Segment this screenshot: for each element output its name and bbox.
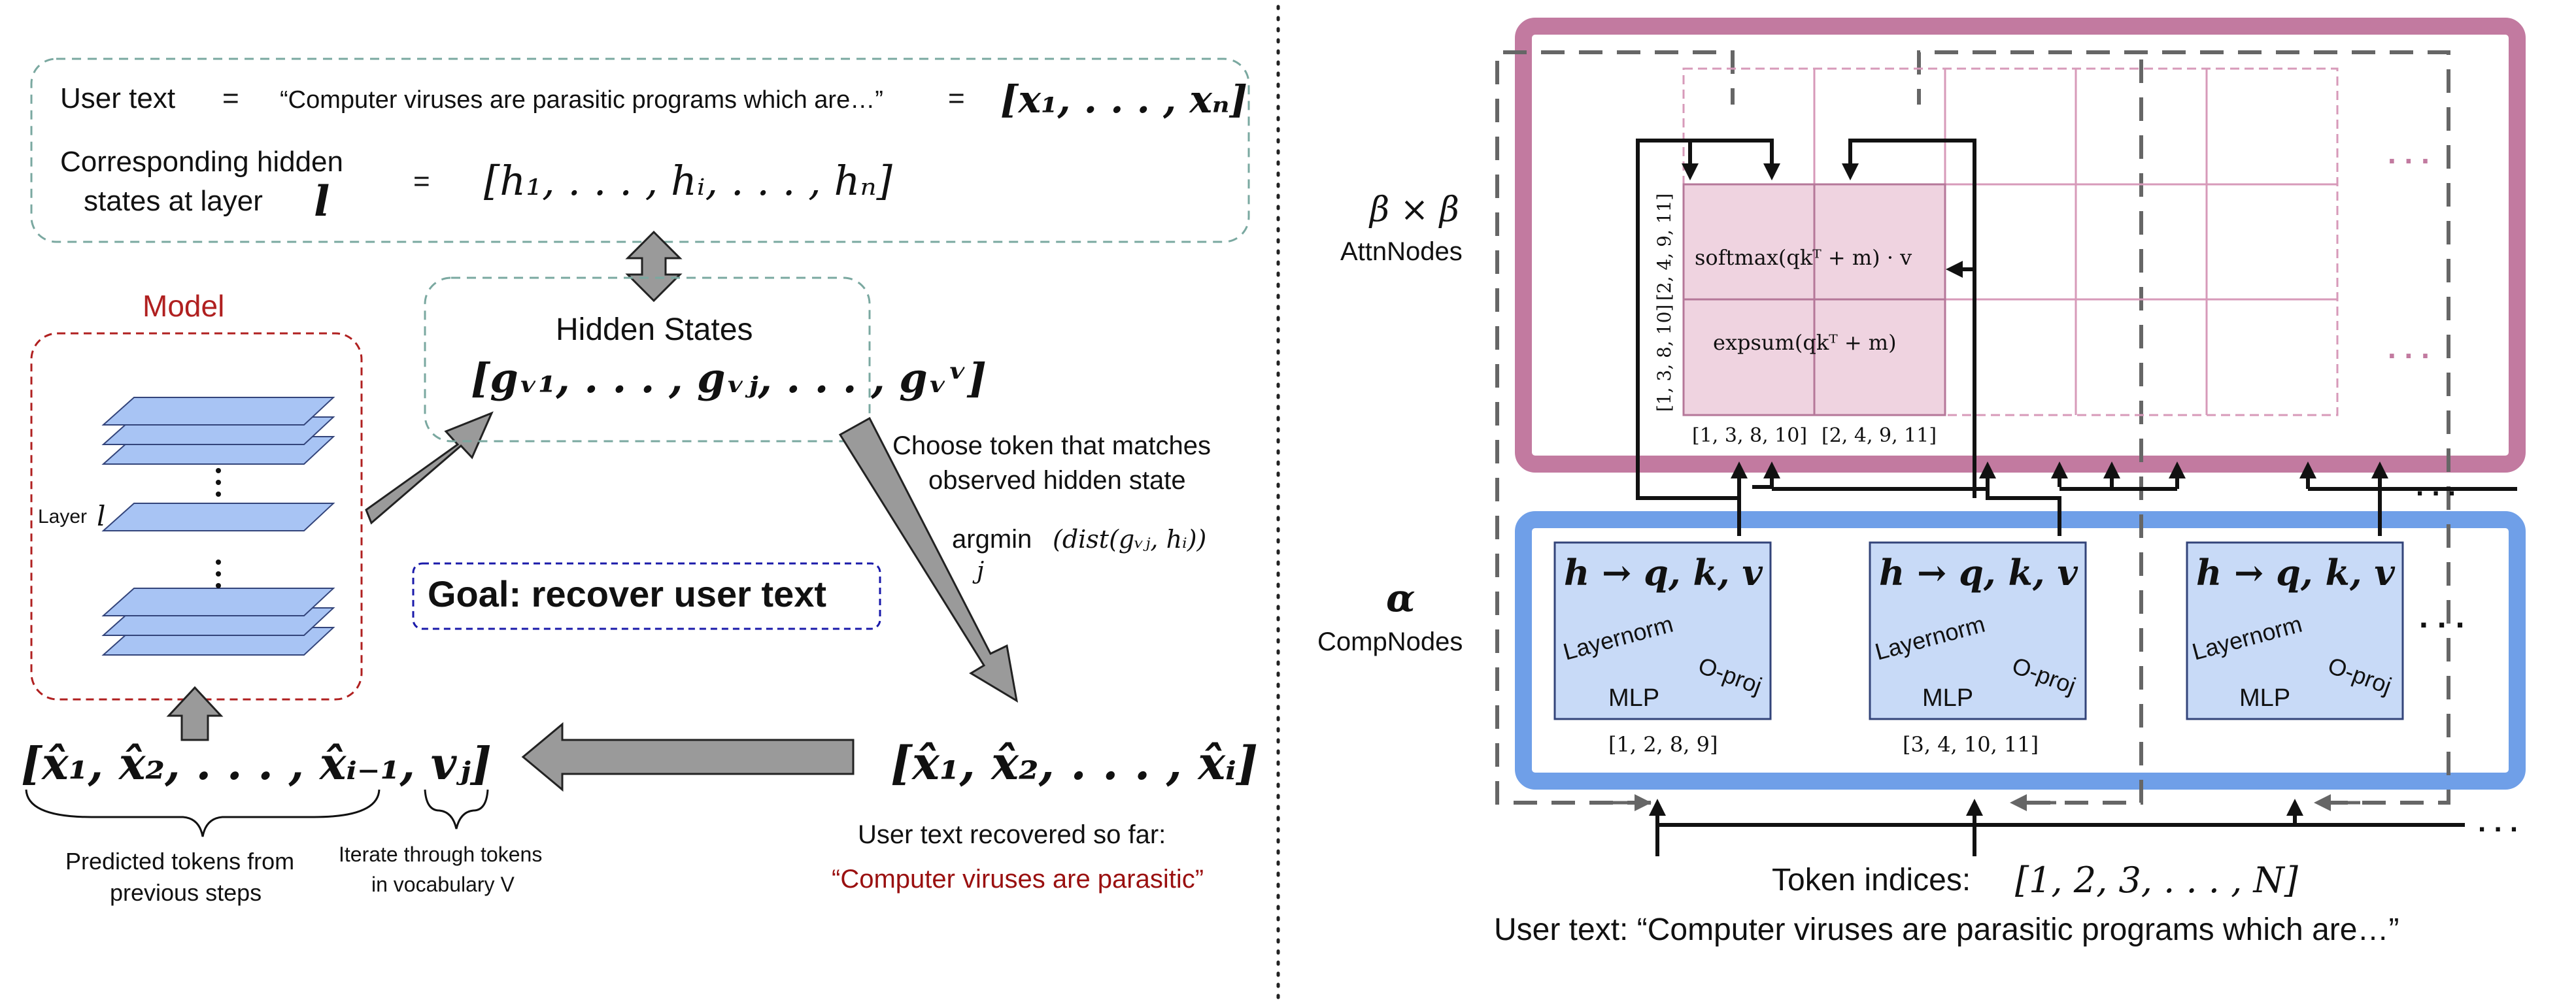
- model-title: Model: [143, 289, 224, 323]
- layer-stack-bottom: [101, 588, 335, 656]
- double-arrow: [625, 230, 683, 303]
- hidden-states-title: Hidden States: [556, 312, 753, 347]
- comp-node-1-title: h → q, k, v: [1564, 552, 1763, 594]
- beta-label: β × β: [1368, 190, 1459, 229]
- attn-label: AttnNodes: [1340, 237, 1463, 266]
- hidden-to-recovered-arrow: [838, 416, 1019, 703]
- h-vector: [h₁, . . . , hᵢ, . . . , hₙ]: [484, 157, 893, 205]
- argmin-subscript: j: [972, 558, 984, 584]
- col-index-right: [2, 4, 9, 11]: [1822, 424, 1937, 447]
- routing-arrows: [1636, 139, 2517, 856]
- recovered-to-input-arrow: [521, 722, 855, 792]
- user-text-right: User text: “Computer viruses are parasit…: [1494, 912, 2399, 947]
- alpha-label: α: [1386, 576, 1415, 620]
- comp-node-3: h → q, k, v Layernorm O-proj MLP: [2186, 541, 2404, 720]
- comp-node-1-mlp: MLP: [1608, 684, 1659, 712]
- gray-dashed-right: [1917, 50, 2450, 805]
- input-vector: [x̂₁, x̂₂, . . . , x̂ᵢ₋₁, vⱼ]: [21, 738, 492, 790]
- user-text-quote: “Computer viruses are parasitic programs…: [280, 86, 883, 114]
- gray-dashed-left: [1495, 50, 1735, 805]
- input-to-model-arrow: [166, 686, 224, 741]
- attn-nodes-box: [1515, 18, 2526, 473]
- iterate-line1: Iterate through tokens: [339, 843, 542, 866]
- row-index-bottom: [1, 3, 8, 10]: [1653, 305, 1675, 412]
- layer-label-symbol: l: [97, 500, 105, 532]
- argmin-expression: (dist(gᵥⱼ, hᵢ)): [1053, 525, 1206, 554]
- comp-node-1-indices: [1, 2, 8, 9]: [1608, 732, 1718, 757]
- comp-node-2-title: h → q, k, v: [1879, 552, 2078, 594]
- comp-nodes-box: [1515, 511, 2526, 790]
- comp-node-2: h → q, k, v Layernorm O-proj MLP: [1869, 541, 2087, 720]
- goal-text: Goal: recover user text: [428, 573, 826, 614]
- vertical-ellipsis-2: [216, 560, 221, 588]
- equals-2: =: [948, 82, 965, 114]
- dots-mid: . . .: [2388, 331, 2430, 365]
- user-text-label: User text: [60, 82, 175, 114]
- vertical-ellipsis-1: [216, 468, 221, 497]
- comp-label: CompNodes: [1317, 628, 1463, 656]
- goal-box: [412, 562, 881, 630]
- equals-3: =: [413, 165, 430, 197]
- recovered-label: User text recovered so far:: [858, 820, 1166, 849]
- dots-comp: . . .: [2419, 598, 2464, 635]
- token-vector: [1, 2, 3, . . . , N]: [2015, 860, 2299, 901]
- comp-node-3-title: h → q, k, v: [2196, 552, 2395, 594]
- choose-line2: observed hidden state: [928, 466, 1186, 495]
- layer-l: [101, 503, 335, 531]
- layer-label: Layer: [38, 506, 87, 527]
- dots-top: . . .: [2388, 136, 2430, 170]
- choose-line1: Choose token that matches: [892, 431, 1211, 460]
- iterate-line2: in vocabulary V: [371, 873, 515, 896]
- row-index-top: [2, 4, 9, 11]: [1653, 193, 1675, 301]
- equals-1: =: [222, 82, 239, 114]
- hidden-label-line2: states at layer: [84, 185, 263, 217]
- layer-symbol: l: [314, 177, 330, 226]
- col-index-left: [1, 3, 8, 10]: [1692, 424, 1807, 447]
- predicted-line1: Predicted tokens from: [65, 848, 294, 875]
- dots-arrow-bottom: . . .: [2478, 806, 2518, 838]
- layer-stack-top: [101, 397, 335, 465]
- predicted-brace: [25, 789, 381, 837]
- argmin-text: argmin: [952, 525, 1032, 554]
- comp-node-3-mlp: MLP: [2239, 684, 2290, 712]
- recovered-text: “Computer viruses are parasitic”: [832, 865, 1204, 894]
- x-vector: [x₁, . . . , xₙ]: [1000, 77, 1247, 122]
- comp-node-1: h → q, k, v Layernorm O-proj MLP: [1553, 541, 1772, 720]
- iterate-brace: [424, 789, 489, 829]
- comp-node-2-indices: [3, 4, 10, 11]: [1903, 732, 2039, 757]
- token-label: Token indices:: [1772, 863, 1971, 897]
- predicted-line2: previous steps: [110, 879, 262, 906]
- user-text-box: [30, 58, 1250, 243]
- g-vector: [gᵥ₁, . . . , gᵥⱼ, . . . , gᵥᵛ]: [471, 354, 987, 402]
- hidden-states-box: [424, 276, 871, 443]
- dots-arrow-top: . . .: [2416, 470, 2456, 502]
- model-to-hidden-arrow: [365, 411, 494, 525]
- softmax-label: softmax(qkᵀ + m) · v: [1695, 245, 1912, 270]
- gray-dashed-mid: [2027, 52, 2143, 805]
- recovered-vector: [x̂₁, x̂₂, . . . , x̂ᵢ]: [890, 736, 1258, 790]
- expsum-label: expsum(qkᵀ + m): [1713, 330, 1897, 355]
- hidden-label-line1: Corresponding hidden: [60, 146, 343, 178]
- comp-node-2-mlp: MLP: [1922, 684, 1973, 712]
